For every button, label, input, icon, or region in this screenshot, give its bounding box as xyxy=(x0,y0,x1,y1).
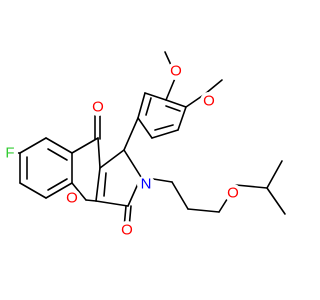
bond xyxy=(123,117,139,151)
atom-layer: O O O O O O N xyxy=(2,62,242,239)
oxygen-atom-label: O xyxy=(227,185,239,202)
bond xyxy=(151,129,179,139)
bond xyxy=(165,99,187,108)
bond xyxy=(137,92,146,119)
bond xyxy=(47,148,68,161)
oxygen-atom-label: O xyxy=(92,99,104,116)
bond xyxy=(187,208,220,213)
oxygen-atom-label: O xyxy=(203,93,215,110)
lactam-oxygen: O xyxy=(118,221,136,239)
bond xyxy=(19,182,47,199)
bond xyxy=(266,160,283,189)
bond xyxy=(45,137,73,154)
bond xyxy=(171,181,189,210)
ketone-oxygen: O xyxy=(89,98,107,116)
bond xyxy=(47,178,68,191)
bond xyxy=(19,137,47,154)
bond xyxy=(144,92,167,101)
oxygen-atom-label: O xyxy=(170,63,182,80)
pyran-ring-oxygen: O xyxy=(63,189,81,207)
methoxy-oxygen-para: O xyxy=(167,62,185,80)
bond xyxy=(204,79,223,95)
fluorine-substituent: F xyxy=(2,145,18,162)
oxygen-atom-label: O xyxy=(121,222,133,239)
bond xyxy=(235,184,268,189)
bond xyxy=(123,149,142,178)
bond xyxy=(97,137,101,169)
ether-oxygen: O xyxy=(224,184,242,202)
bond xyxy=(177,106,187,131)
bond xyxy=(145,97,152,116)
bond xyxy=(45,182,73,199)
structure-svg: O O O O O O N xyxy=(2,51,286,239)
bond xyxy=(266,187,286,215)
bond xyxy=(95,167,101,202)
bond xyxy=(165,75,177,101)
bond xyxy=(154,124,174,131)
methoxy-oxygen-meta: O xyxy=(200,92,218,110)
bond-layer xyxy=(13,51,286,229)
ring-nitrogen: N xyxy=(137,175,155,193)
bond xyxy=(137,117,153,139)
nitrogen-atom-label: N xyxy=(141,176,152,193)
bond xyxy=(103,172,107,197)
bond xyxy=(71,182,87,201)
fluorine-atom-label: F xyxy=(5,145,14,162)
bond xyxy=(95,200,129,207)
bond xyxy=(85,199,97,202)
oxygen-atom-label: O xyxy=(66,190,78,207)
bond xyxy=(71,137,99,154)
bond xyxy=(165,105,181,112)
molecule-diagram: O O O O O O N xyxy=(2,51,286,239)
bond xyxy=(99,149,125,169)
